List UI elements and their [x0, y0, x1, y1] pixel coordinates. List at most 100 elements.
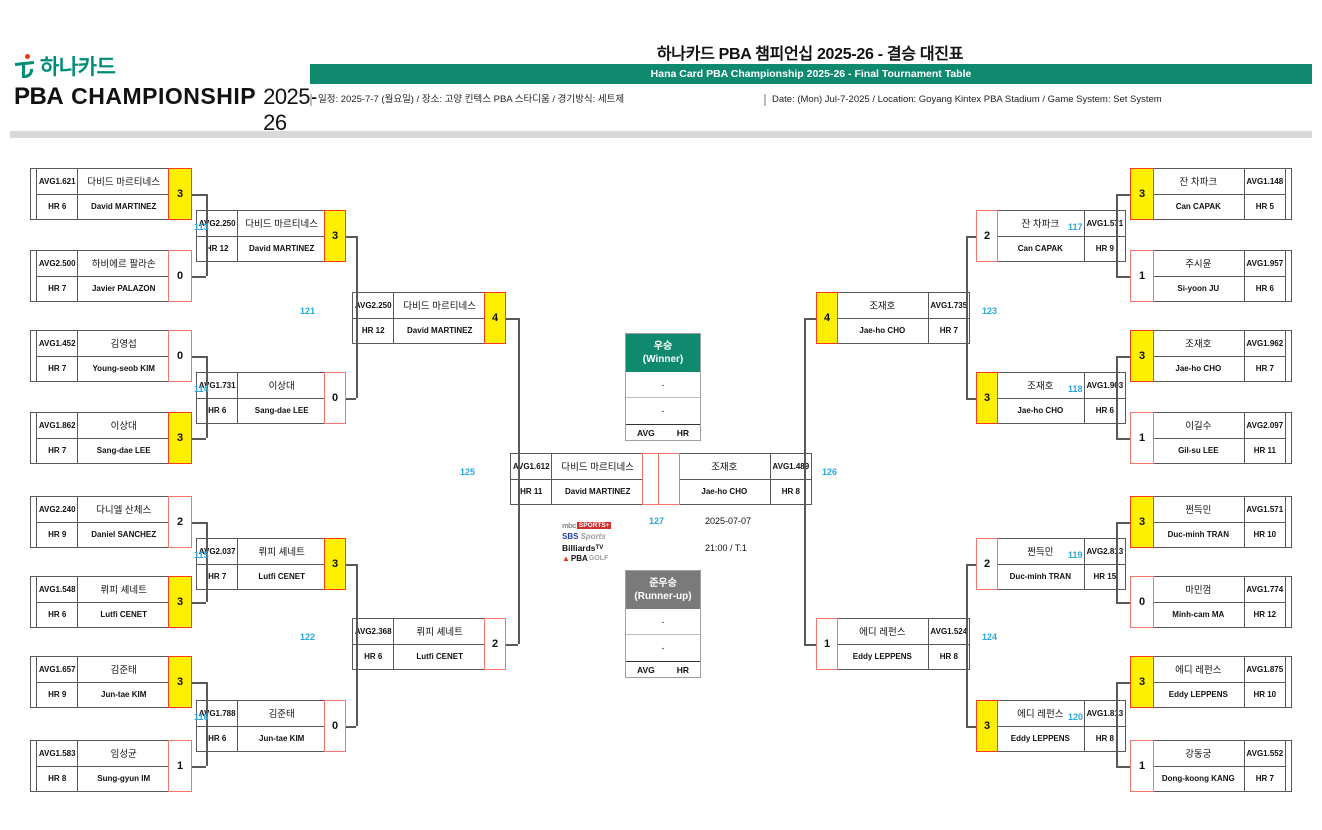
- player-avg: AVG1.621: [37, 169, 79, 194]
- player-hr: HR 11: [511, 479, 553, 504]
- connector-line: [1116, 276, 1130, 278]
- player-avg: AVG1.813: [1083, 701, 1125, 726]
- player-name-ko: 다비드 마르티네스: [403, 301, 476, 313]
- player-name-en: Eddy LEPPENS: [1168, 690, 1228, 700]
- player-name-ko: 마민껌: [1185, 585, 1212, 597]
- player-name-en: Si-yoon JU: [1177, 284, 1220, 294]
- event-meta-korean: 일정: 2025-7-7 (월요일) / 장소: 고양 킨텍스 PBA 스타디움…: [310, 94, 624, 106]
- match-score: 2: [976, 210, 998, 262]
- page-title-korean: 하나카드 PBA 챔피언십 2025-26 - 결승 대진표: [656, 46, 964, 63]
- match-score: 3: [324, 210, 346, 262]
- player-hr: HR 9: [1083, 236, 1125, 261]
- match-score: 0: [1130, 576, 1154, 628]
- final-match-number: 127: [649, 516, 665, 526]
- player-name-en: Lutfi CENET: [258, 572, 306, 582]
- player-hr: HR 6: [1243, 276, 1285, 301]
- player-hr: HR 6: [37, 194, 79, 219]
- player-name-ko: 조재호: [711, 462, 738, 474]
- connector-line: [1116, 356, 1130, 358]
- final-time-table: 21:00 / T.1: [705, 543, 747, 553]
- connector-line: [506, 318, 518, 320]
- match-score: 4: [484, 292, 506, 344]
- pba-golf-tag: GOLF: [588, 555, 609, 562]
- connector-line: [966, 398, 976, 400]
- player-name-en: Sang-dae LEE: [254, 406, 309, 416]
- hana-card-logo: 하나카드: [14, 52, 314, 78]
- player-name-ko: 조재호: [869, 301, 896, 313]
- player-name-en: Jun-tae KIM: [259, 734, 305, 744]
- winner-hr-label: HR: [676, 427, 689, 438]
- player-name-en: Can CAPAK: [1175, 202, 1221, 212]
- runner-up-hr-label: HR: [676, 664, 689, 675]
- player-name-en: Young-seob KIM: [92, 364, 155, 374]
- pba-golf-mark-icon: ▲: [562, 554, 570, 563]
- page-title-english: Hana Card PBA Championship 2025-26 - Fin…: [650, 68, 972, 80]
- match-number-round1: 114: [194, 384, 209, 394]
- player-avg: AVG2.097: [1243, 413, 1285, 438]
- connector-line: [356, 236, 358, 398]
- player-avg: AVG1.612: [511, 454, 553, 479]
- player-avg: AVG2.240: [37, 497, 79, 522]
- match-score: 4: [816, 292, 838, 344]
- match-number-semifinal-right: 126: [822, 467, 838, 477]
- match-score: 3: [324, 538, 346, 590]
- match-score: 3: [1130, 656, 1154, 708]
- player-name-ko: 하비에르 팔라손: [91, 259, 156, 271]
- player-hr: HR 6: [37, 602, 79, 627]
- billiards-text: Billiards: [562, 542, 596, 553]
- runner-up-podium-header: 준우승 (Runner-up): [626, 571, 700, 609]
- connector-line: [966, 564, 976, 566]
- match-number-round2: 121: [300, 306, 316, 316]
- connector-line: [1116, 438, 1130, 440]
- winner-podium-header: 우승 (Winner): [626, 334, 700, 372]
- player-name-ko: 잔 차파크: [1179, 177, 1218, 189]
- runner-up-title-ko: 준우승: [649, 578, 677, 589]
- player-hr: HR 8: [37, 766, 79, 791]
- player-hr: HR 9: [37, 682, 79, 707]
- connector-line: [966, 726, 976, 728]
- match-number-round1: 118: [1068, 384, 1083, 394]
- player-name-ko: 뤼피 셰네트: [258, 547, 305, 559]
- match-score: 3: [976, 372, 998, 424]
- player-name-en: David MARTINEZ: [407, 326, 473, 336]
- match-score: [658, 453, 680, 505]
- player-hr: HR 7: [37, 276, 79, 301]
- player-name-en: David MARTINEZ: [565, 487, 631, 497]
- player-name-en: Eddy LEPPENS: [852, 652, 912, 662]
- player-name-ko: 김준태: [110, 665, 137, 677]
- player-avg: AVG1.657: [37, 657, 79, 682]
